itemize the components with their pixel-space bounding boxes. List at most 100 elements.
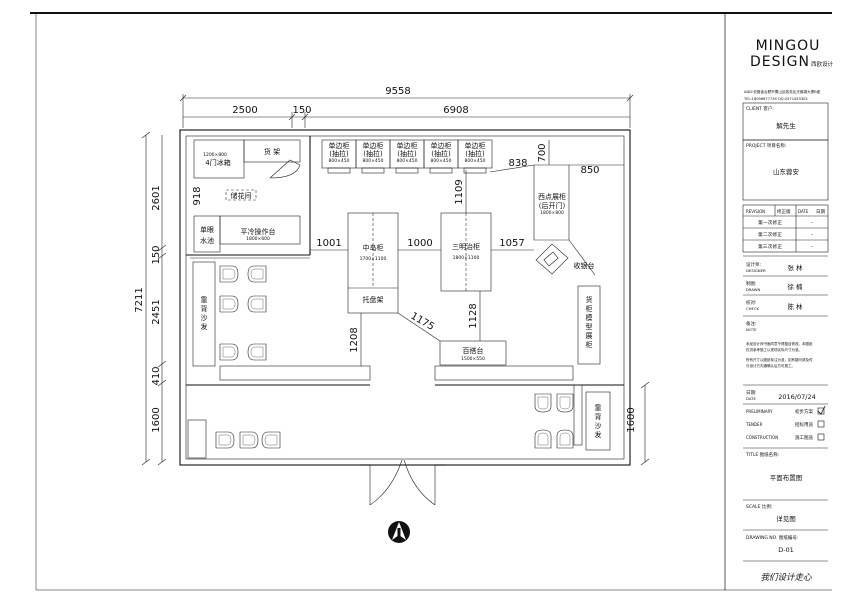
tender-cn: 招标用途 [795,421,813,428]
dim-total-height: 7211 [134,287,145,312]
lower-seating: 靠 背 沙 发 [187,391,611,459]
kitchen-area: 1200×800 4门冰箱 货 架 储花间 单眼 水池 平冷操作台 1800×6… [193,139,301,253]
cabinet-size: 800×450 [431,158,452,164]
chair-icon [556,393,574,413]
chair-icon [219,295,239,313]
pre-en: PRELIMINARY [746,409,773,414]
sofa-left-4: 发 [201,322,208,331]
cabinet-label: 单边柜 [465,141,486,150]
ice-size: 1200×800 [203,152,227,158]
sandwich-size: 1800×1100 [453,255,480,261]
top-dimensions: 9558 2500 150 6908 [179,86,634,128]
dim-1175: 1175 [408,311,436,333]
svg-text:模: 模 [586,313,593,322]
storage-label: 储花间 [231,191,252,200]
drawn-label: 制图: [746,280,757,287]
dim-838: 838 [508,158,527,169]
drawn-value: 徐 楠 [787,282,803,291]
dim-2601: 2601 [151,185,162,210]
title-block: MINGOU DESIGN 西欧设计 ADD:安徽省合肥市蜀山区政务区天鹅湖大厦… [742,38,833,583]
tender-checkbox[interactable] [817,420,825,428]
right-dimensions: 1600 [626,381,650,466]
rev-dash-1: - [811,220,813,226]
prep-label: 平冷操作台 [241,227,276,236]
cabinet-sub: (抽拉) [329,149,349,158]
right-counter: 西点展柜 (后开门) 1800×800 收银台 货 柜 模 型 展 柜 [533,164,624,365]
cabinet-label: 单边柜 [363,141,384,150]
chair-icon [215,431,235,449]
svg-text:沙: 沙 [595,422,602,430]
constr-en: CONSTRUCTION [746,435,778,440]
svg-text:型: 型 [586,322,593,331]
rev-dash-3: - [811,244,813,250]
dim-1208: 1208 [349,327,360,352]
addr-line1: ADD:安徽省合肥市蜀山区政务区天鹅湖大厦B座 [744,89,821,94]
cabinet-label: 单边柜 [397,141,418,150]
cabinet-size: 800×450 [329,158,350,164]
note-text-3: 所有尺寸以图纸标注为准，如有疑问请及时 [746,357,813,362]
pre-check-icon [817,405,826,415]
client-value: 解先生 [776,121,796,130]
cabinet-sub: (抽拉) [465,149,485,158]
cabinet-sub: (抽拉) [397,149,417,158]
drawn-en: DRAWN [746,287,761,292]
cabinet-plinth [327,167,351,174]
dim-850: 850 [580,165,599,176]
date-en: DATE [746,396,756,401]
dim-1057: 1057 [499,238,524,249]
client-label: CLIENT 客户: [746,105,774,112]
dim-total-width: 9558 [385,86,410,97]
drawno-value: D-01 [778,546,794,554]
western-sub: (后开门) [539,201,566,210]
north-arrow-icon [388,521,410,543]
addr-line2: TEL:18098677734 QQ:2571453302 [743,97,808,101]
inner-dimensions: 1001 1000 1057 1109 838 700 850 1208 117… [310,140,600,366]
cabinet-plinth [463,167,487,174]
top-cabinets: 单边柜(抽拉)800×450单边柜(抽拉)800×450单边柜(抽拉)800×4… [321,139,493,174]
hundred-label: 百搭台 [463,346,484,355]
rev-h4: 日期 [816,209,825,215]
scale-value: 详见图 [776,514,796,523]
center-islands: 中岛柜 1700×1100 托盘架 三明治柜 1800×1100 百搭台 150… [347,212,507,366]
dim-seg-left: 2500 [232,105,257,116]
cabinet-label: 单边柜 [329,141,350,150]
svg-text:展: 展 [586,332,593,340]
constr-cn: 施工图途 [795,434,813,441]
chair-icon [556,429,574,449]
prep-size: 1800×600 [246,236,270,242]
check-en: CHECK [746,306,760,311]
rev-row-2: 第二次修正 [758,231,782,238]
date-label: 日期: [746,390,757,396]
svg-text:靠: 靠 [595,403,602,412]
designer-label: 设计师: [746,261,761,268]
cabinet-size: 800×450 [397,158,418,164]
pre-cn: 初步方案 [795,408,813,415]
note-text-1: 未经设计师书面同意不得擅自修改。本图纸 [746,341,813,346]
ice-label: 4门冰箱 [205,158,230,167]
chair-icon [239,431,259,449]
sandwich-label: 三明治柜 [452,242,480,251]
middle-island-size: 1700×1100 [360,256,387,262]
cabinet-plinth [395,167,419,174]
dim-1109: 1109 [454,179,465,204]
pre-checkbox[interactable] [817,407,825,415]
dim-918: 918 [192,186,203,205]
cabinet-size: 800×450 [465,158,486,164]
cabinet-plinth [361,167,385,174]
scale-label: SCALE 比例: [746,503,772,510]
dim-2451: 2451 [151,299,162,324]
title-label: TITLE 图纸名称: [745,451,779,458]
rev-h2: 修正版 [777,208,791,215]
note-text-4: 与设计方沟通确认后方可施工。 [746,363,795,368]
dim-seg-mid: 150 [292,105,311,116]
hundred-size: 1500×550 [461,356,485,362]
logo-top: MINGOU [756,38,821,54]
left-dimensions: 7211 2601 150 2451 410 1600 918 [134,131,203,466]
note-text-2: 仅供参考施工以现场实际尺寸为准。 [746,347,802,352]
rev-h3: DATE [798,209,809,214]
dim-1000: 1000 [407,238,432,249]
logo-bottom: DESIGN [750,54,810,70]
entrance-door [360,459,445,506]
constr-checkbox[interactable] [817,433,825,441]
